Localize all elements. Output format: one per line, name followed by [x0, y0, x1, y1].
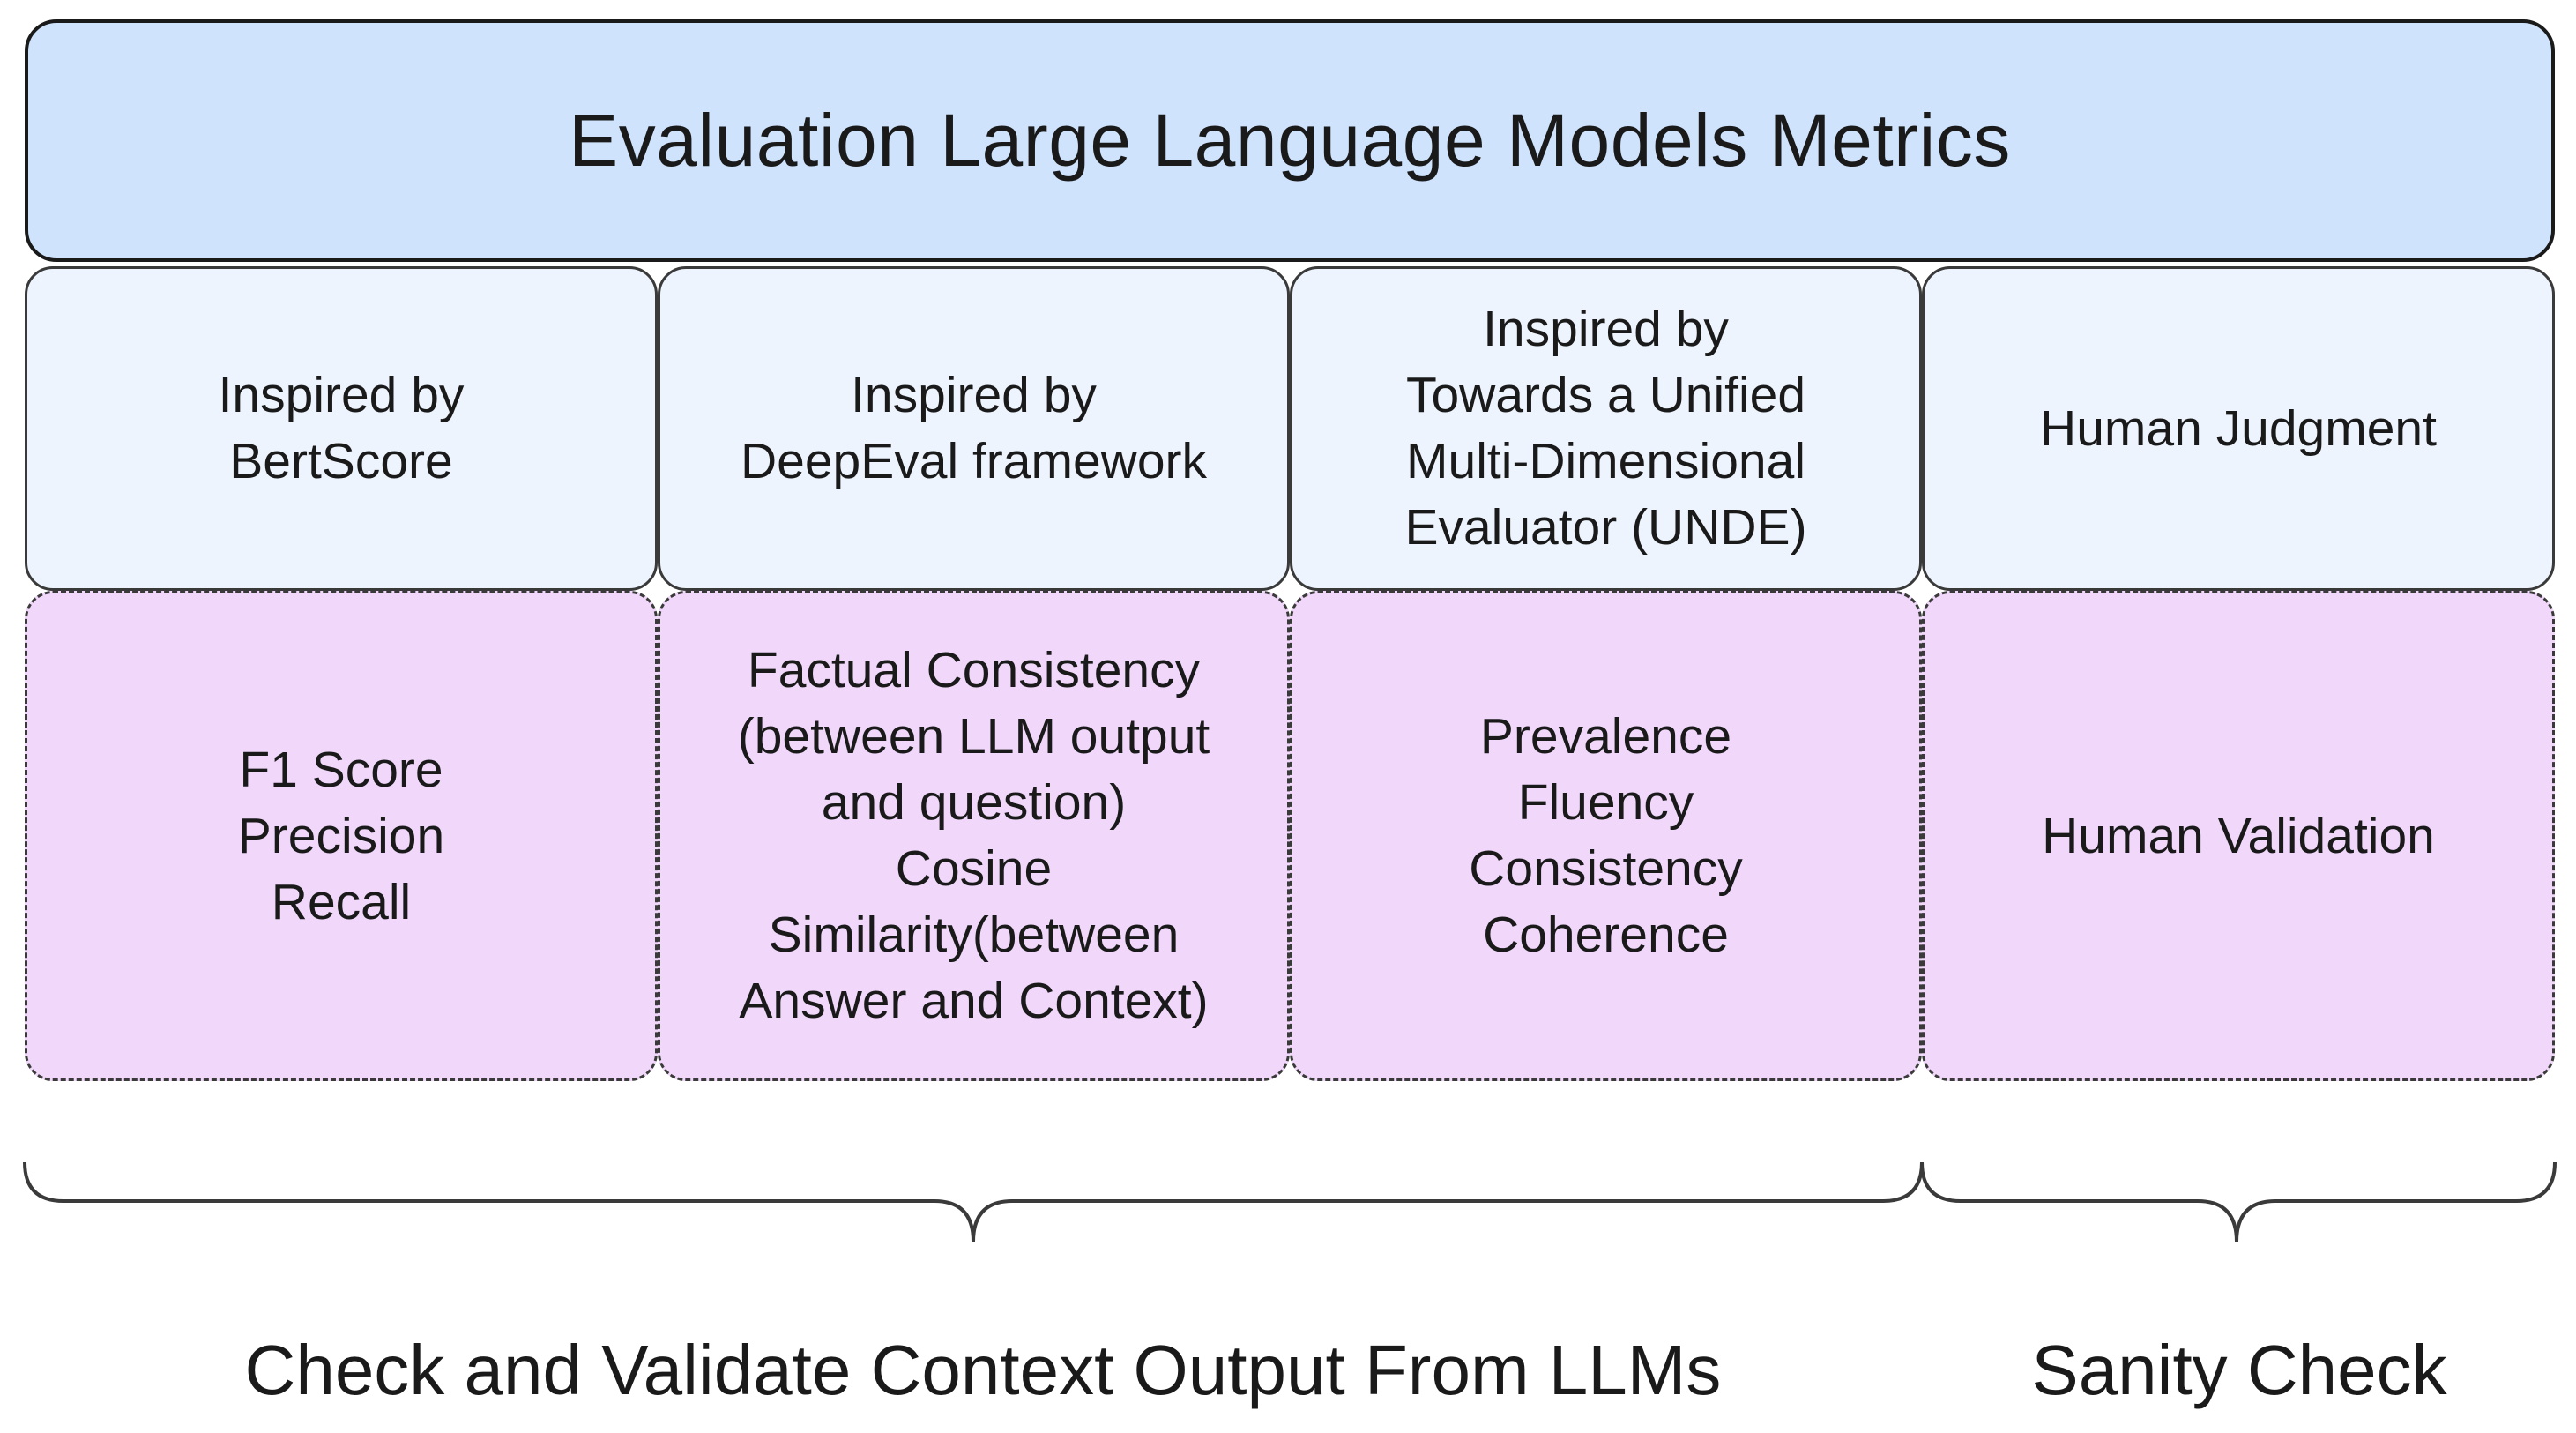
group-label-context-output: Check and Validate Context Output From L… — [244, 1331, 1722, 1409]
group-label-sanity-check: Sanity Check — [2031, 1331, 2447, 1409]
metric-line: Answer and Context) — [739, 973, 1209, 1029]
source-line: Inspired by — [1483, 301, 1729, 357]
source-line: Human Judgment — [2040, 399, 2437, 457]
metric-line: Factual Consistency — [747, 642, 1201, 698]
metric-line: (between LLM output — [737, 708, 1210, 765]
metric-line: Cosine — [895, 840, 1053, 897]
source-box-human-judgment: Human Judgment — [1922, 266, 2555, 591]
metric-box-human-validation: Human Validation — [1922, 591, 2555, 1081]
source-line: Inspired by — [218, 367, 465, 423]
source-line: Multi-Dimensional — [1406, 433, 1805, 489]
metric-line: Coherence — [1483, 907, 1729, 963]
metric-box-bertscore: F1 Score Precision Recall — [25, 591, 658, 1081]
metric-line: Precision — [237, 807, 445, 864]
source-line: BertScore — [229, 433, 453, 489]
metric-line: Consistency — [1469, 840, 1743, 897]
source-line: Towards a Unified — [1405, 367, 1806, 423]
source-box-bertscore: Inspired by BertScore — [25, 266, 658, 591]
metric-box-deepeval: Factual Consistency (between LLM output … — [658, 591, 1290, 1081]
metric-line: Prevalence — [1479, 708, 1732, 765]
source-line: Evaluator (UNDE) — [1404, 499, 1807, 556]
metric-line: Recall — [271, 873, 412, 930]
metric-line: Similarity(between — [768, 907, 1180, 963]
diagram-title-box: Evaluation Large Language Models Metrics — [25, 19, 2555, 262]
diagram-title: Evaluation Large Language Models Metrics — [569, 99, 2011, 182]
source-box-deepeval: Inspired by DeepEval framework — [658, 266, 1290, 591]
metric-box-unde: Prevalence Fluency Consistency Coherence — [1290, 591, 1922, 1081]
metric-line: F1 Score — [239, 741, 443, 798]
source-line: DeepEval framework — [740, 433, 1208, 489]
source-line: Inspired by — [851, 367, 1097, 423]
source-box-unde: Inspired by Towards a Unified Multi-Dime… — [1290, 266, 1922, 591]
metric-line: and question) — [821, 774, 1127, 831]
brace-sanity-check — [1920, 1161, 2557, 1243]
metric-line: Human Validation — [2042, 807, 2435, 864]
brace-context-output — [23, 1161, 1924, 1243]
metric-line: Fluency — [1517, 774, 1694, 831]
